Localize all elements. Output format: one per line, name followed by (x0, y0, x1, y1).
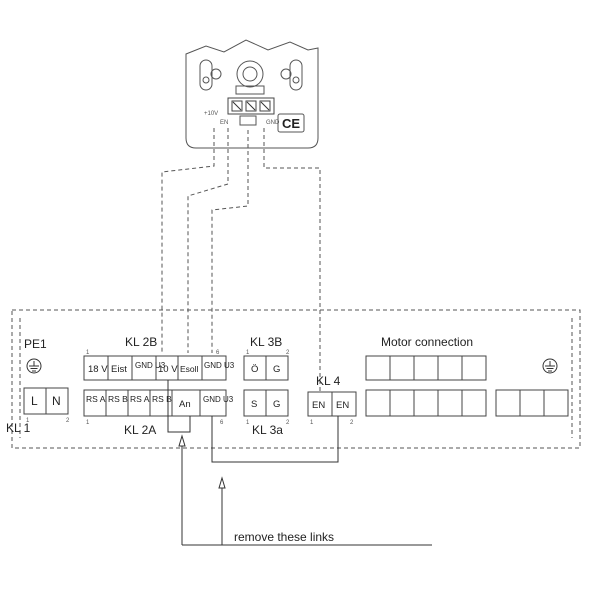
earth-icon-right (542, 358, 558, 374)
control-unit: +10V EN GND CE (185, 39, 319, 149)
kl3a-s-text: S (251, 399, 257, 410)
kl3b-pin-1: 1 (246, 350, 250, 356)
kl2a-rs-b-1-text: RS B (108, 394, 128, 404)
kl2a-an-text: An (179, 399, 191, 410)
kl3b-g-text: G (273, 364, 280, 375)
kl2b-pin-6: 6 (216, 350, 220, 356)
kl3a-pin-2: 2 (286, 420, 290, 426)
motor-terminal-top[interactable] (365, 355, 391, 381)
kl2b-terminal-esoll[interactable] (177, 355, 203, 381)
kl3-group: KL 3B 1 2 Ö G S G 1 2 KL 3a (243, 335, 290, 437)
kl1-pin-1: 1 (26, 418, 30, 424)
arrow-up-icon (178, 434, 186, 447)
motor-terminal-bottom[interactable] (413, 389, 439, 417)
kl2b-eist-text: Eist (111, 364, 127, 375)
kl2a-group: RS A RS B RS A RS B An GND U3 1 6 KL 2A (83, 389, 234, 437)
kl4-group: KL 4 EN EN 1 2 (307, 374, 357, 426)
kl2a-terminal-gnd[interactable] (199, 389, 227, 417)
kl2b-terminal-gnd-left[interactable] (131, 355, 157, 381)
kl3b-terminal-g[interactable] (265, 355, 289, 381)
kl1-pin-2: 2 (66, 418, 70, 424)
motor-terminal-bottom[interactable] (461, 389, 487, 417)
motor-terminal-bottom[interactable] (389, 389, 415, 417)
control-wires (161, 128, 321, 395)
motor-terminal-top[interactable] (413, 355, 439, 381)
label-10v: +10V (204, 111, 218, 117)
kl2a-rs-b-2-text: RS B (152, 394, 172, 404)
kl4-label: KL 4 (316, 374, 341, 388)
kl2b-terminal-eist[interactable] (107, 355, 133, 381)
motor-terminals-bottom (365, 389, 487, 417)
earth-terminals (495, 389, 569, 417)
kl2a-rs-a-1-text: RS A (86, 394, 106, 404)
arrow-up-icon (218, 476, 226, 489)
kl2a-gnd-text: GND U3 (203, 395, 234, 404)
kl2b-terminal-gnd-right[interactable] (201, 355, 227, 381)
earth-terminal[interactable] (519, 389, 545, 417)
earth-terminal[interactable] (495, 389, 521, 417)
kl2b-pin-1: 1 (86, 350, 90, 356)
earth-terminal[interactable] (543, 389, 569, 417)
label-gnd: GND (266, 120, 280, 126)
kl2a-rs-a-2-text: RS A (130, 394, 150, 404)
housing-outline (11, 309, 581, 449)
kl2b-terminal-18v[interactable] (83, 355, 109, 381)
kl3a-label: KL 3a (252, 423, 283, 437)
kl4-en-2-text: EN (336, 400, 349, 411)
kl2b-label: KL 2B (125, 335, 157, 349)
earth-icon-left (26, 358, 42, 374)
kl1-group: PE1 L N 1 2 KL 1 (6, 337, 70, 435)
motor-terminal-top[interactable] (437, 355, 463, 381)
kl1-n-label: N (52, 394, 61, 408)
jumper-links: remove these links (167, 380, 432, 546)
kl1-terminal-n[interactable] (45, 387, 69, 415)
kl2a-pin-1: 1 (86, 420, 90, 426)
kl2b-10v-text: 10 V (158, 364, 178, 375)
ce-mark: CE (282, 116, 300, 131)
pe1-label: PE1 (24, 337, 47, 351)
kl4-pin-1: 1 (310, 420, 314, 426)
kl1-l-label: L (31, 394, 38, 408)
kl2b-esoll-text: Esoll (180, 364, 199, 374)
kl2b-gnd-left-text: GND U3 (135, 361, 166, 370)
kl1-label: KL 1 (6, 421, 31, 435)
kl3a-g-text: G (273, 399, 280, 410)
remove-links-note: remove these links (234, 530, 334, 544)
kl3b-pin-2: 2 (286, 350, 290, 356)
label-en: EN (220, 120, 228, 126)
kl2a-label: KL 2A (124, 423, 156, 437)
kl2a-terminal-an[interactable] (171, 389, 201, 417)
motor-terminal-bottom[interactable] (437, 389, 463, 417)
kl4-en-1-text: EN (312, 400, 325, 411)
kl3a-pin-1: 1 (246, 420, 250, 426)
motor-terminal-top[interactable] (389, 355, 415, 381)
motor-terminal-top[interactable] (461, 355, 487, 381)
kl2b-gnd-right-text: GND U3 (204, 361, 235, 370)
motor-terminal-bottom[interactable] (365, 389, 391, 417)
kl4-pin-2: 2 (350, 420, 354, 426)
kl2b-18v-text: 18 V (88, 364, 108, 375)
kl3b-o-text: Ö (251, 364, 258, 375)
kl3a-terminal-g[interactable] (265, 389, 289, 417)
kl2b-group: KL 2B 1 6 18 V Eist GND U3 10 V Esoll GN… (83, 335, 235, 381)
motor-connection-label: Motor connection (381, 335, 473, 349)
kl4-terminal-en-1[interactable] (307, 391, 333, 417)
kl4-terminal-en-2[interactable] (331, 391, 357, 417)
kl2a-pin-6: 6 (220, 420, 224, 426)
motor-connection-group: Motor connection (365, 335, 569, 417)
kl3b-label: KL 3B (250, 335, 282, 349)
motor-terminals-top (365, 355, 487, 381)
